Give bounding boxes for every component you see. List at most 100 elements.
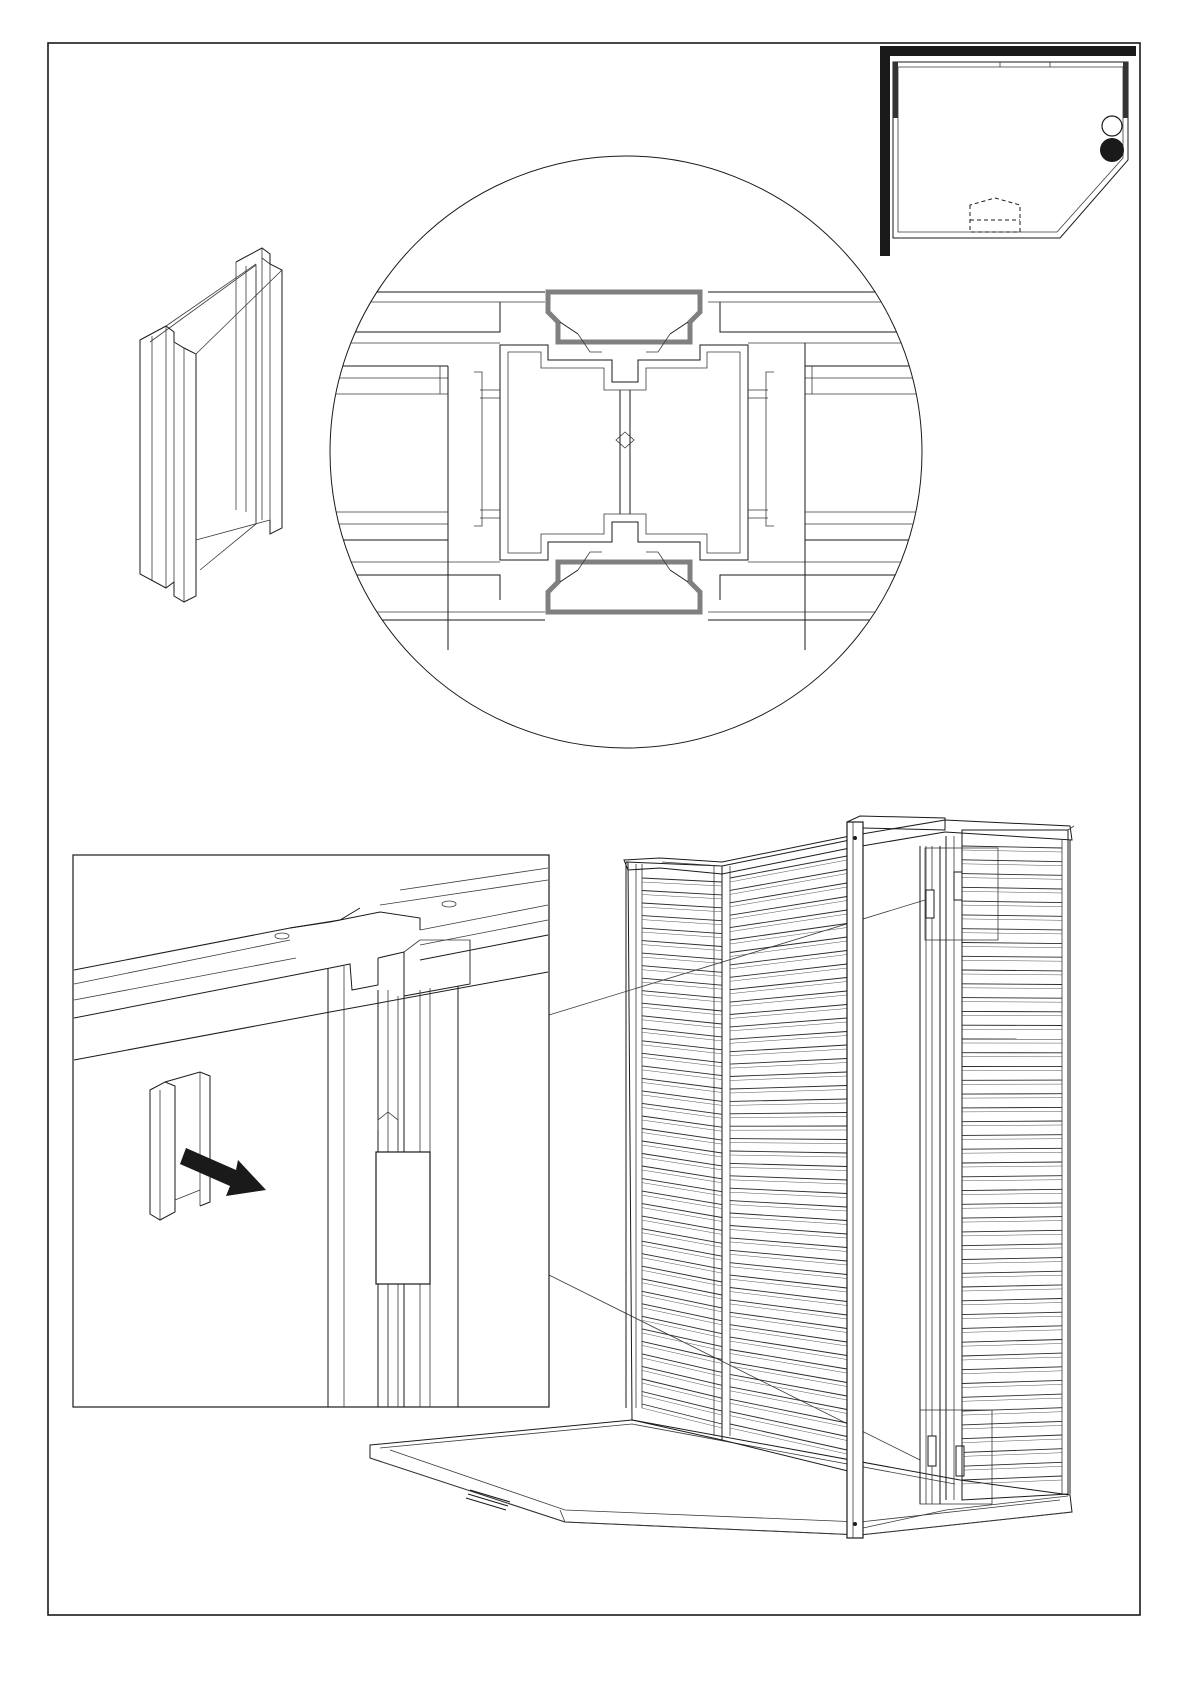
board-groove — [642, 1258, 722, 1273]
board-line — [962, 1121, 1062, 1122]
board-line — [730, 1250, 847, 1261]
board-groove — [642, 882, 722, 886]
board-groove — [642, 1383, 722, 1402]
board-groove — [642, 1045, 722, 1054]
board-line — [642, 1379, 722, 1398]
board-groove — [730, 1167, 847, 1170]
board-line — [962, 929, 1062, 930]
board-groove — [730, 1143, 847, 1144]
board-line — [962, 1299, 1062, 1301]
board-groove — [642, 1245, 722, 1260]
board-lines-back — [730, 856, 847, 1454]
board-groove — [962, 933, 1062, 934]
board-groove — [962, 1289, 1062, 1291]
board-line — [962, 956, 1062, 957]
board-line — [642, 1216, 722, 1230]
board-line — [962, 1285, 1062, 1287]
board-line — [730, 1163, 847, 1166]
board-line — [962, 1353, 1062, 1356]
board-line — [642, 1078, 722, 1088]
board-groove — [730, 1022, 847, 1031]
h-channel-in-slot — [376, 1152, 430, 1284]
board-line — [962, 915, 1062, 916]
board-line — [962, 970, 1062, 971]
board-groove — [730, 1230, 847, 1239]
board-line — [962, 943, 1062, 944]
board-groove — [730, 941, 847, 957]
board-lines-right — [962, 846, 1062, 1484]
board-groove — [962, 1275, 1062, 1277]
board-groove — [962, 1439, 1062, 1443]
board-groove — [962, 1425, 1062, 1429]
board-line — [962, 901, 1062, 903]
board-line — [642, 1279, 722, 1295]
board-line — [962, 1203, 1062, 1204]
board-line — [962, 1421, 1062, 1425]
board-line — [730, 1312, 847, 1328]
board-line — [730, 1300, 847, 1315]
board-groove — [642, 1070, 722, 1080]
board-groove — [962, 891, 1062, 893]
board-groove — [962, 1316, 1062, 1318]
board-line — [962, 1462, 1062, 1466]
board-line — [642, 1241, 722, 1256]
board-line — [962, 1162, 1062, 1163]
board-line — [962, 887, 1062, 889]
board-line — [962, 984, 1062, 985]
board-line — [962, 1217, 1062, 1219]
board-groove — [730, 1378, 847, 1400]
board-line — [730, 1176, 847, 1180]
board-line — [730, 870, 847, 891]
board-line — [730, 1188, 847, 1193]
zoom-detail-panel — [73, 855, 549, 1407]
board-groove — [642, 1283, 722, 1299]
board-line — [962, 1394, 1062, 1397]
board-groove — [962, 974, 1062, 975]
floor-base — [370, 1420, 1072, 1535]
marker-open — [1102, 116, 1122, 136]
board-line — [730, 1139, 847, 1140]
board-line — [962, 1367, 1062, 1370]
board-line — [962, 1107, 1062, 1108]
h-profile-connector — [140, 248, 282, 602]
board-line — [730, 924, 847, 941]
board-groove — [642, 1082, 722, 1092]
board-groove — [730, 1304, 847, 1319]
board-groove — [962, 988, 1062, 989]
board-groove — [962, 947, 1062, 948]
board-line — [730, 1288, 847, 1302]
board-groove — [962, 1453, 1062, 1457]
board-line — [730, 1275, 847, 1288]
board-groove — [962, 1207, 1062, 1208]
board-line — [642, 1229, 722, 1244]
board-line — [730, 1387, 847, 1410]
board-groove — [642, 1308, 722, 1325]
board-line — [642, 1016, 722, 1024]
board-groove — [962, 1221, 1062, 1223]
board-line — [730, 1099, 847, 1101]
board-groove — [730, 955, 847, 969]
board-groove — [642, 895, 722, 899]
board-groove — [962, 1193, 1062, 1194]
board-groove — [642, 1208, 722, 1222]
board-line — [642, 1291, 722, 1308]
board-groove — [962, 1152, 1062, 1153]
board-line — [730, 951, 847, 965]
board-groove — [962, 1466, 1062, 1470]
board-groove — [642, 1370, 722, 1389]
board-groove — [642, 1295, 722, 1312]
board-line — [642, 1304, 722, 1321]
board-line — [730, 1113, 847, 1114]
board-groove — [642, 1270, 722, 1286]
board-line — [962, 1326, 1062, 1329]
board-line — [730, 964, 847, 977]
board-line — [730, 1045, 847, 1052]
board-line — [962, 1380, 1062, 1383]
board-groove — [730, 1090, 847, 1094]
board-groove — [642, 1020, 722, 1028]
board-line — [962, 998, 1062, 999]
board-line — [642, 916, 722, 921]
board-groove — [642, 995, 722, 1002]
board-groove — [642, 1233, 722, 1248]
